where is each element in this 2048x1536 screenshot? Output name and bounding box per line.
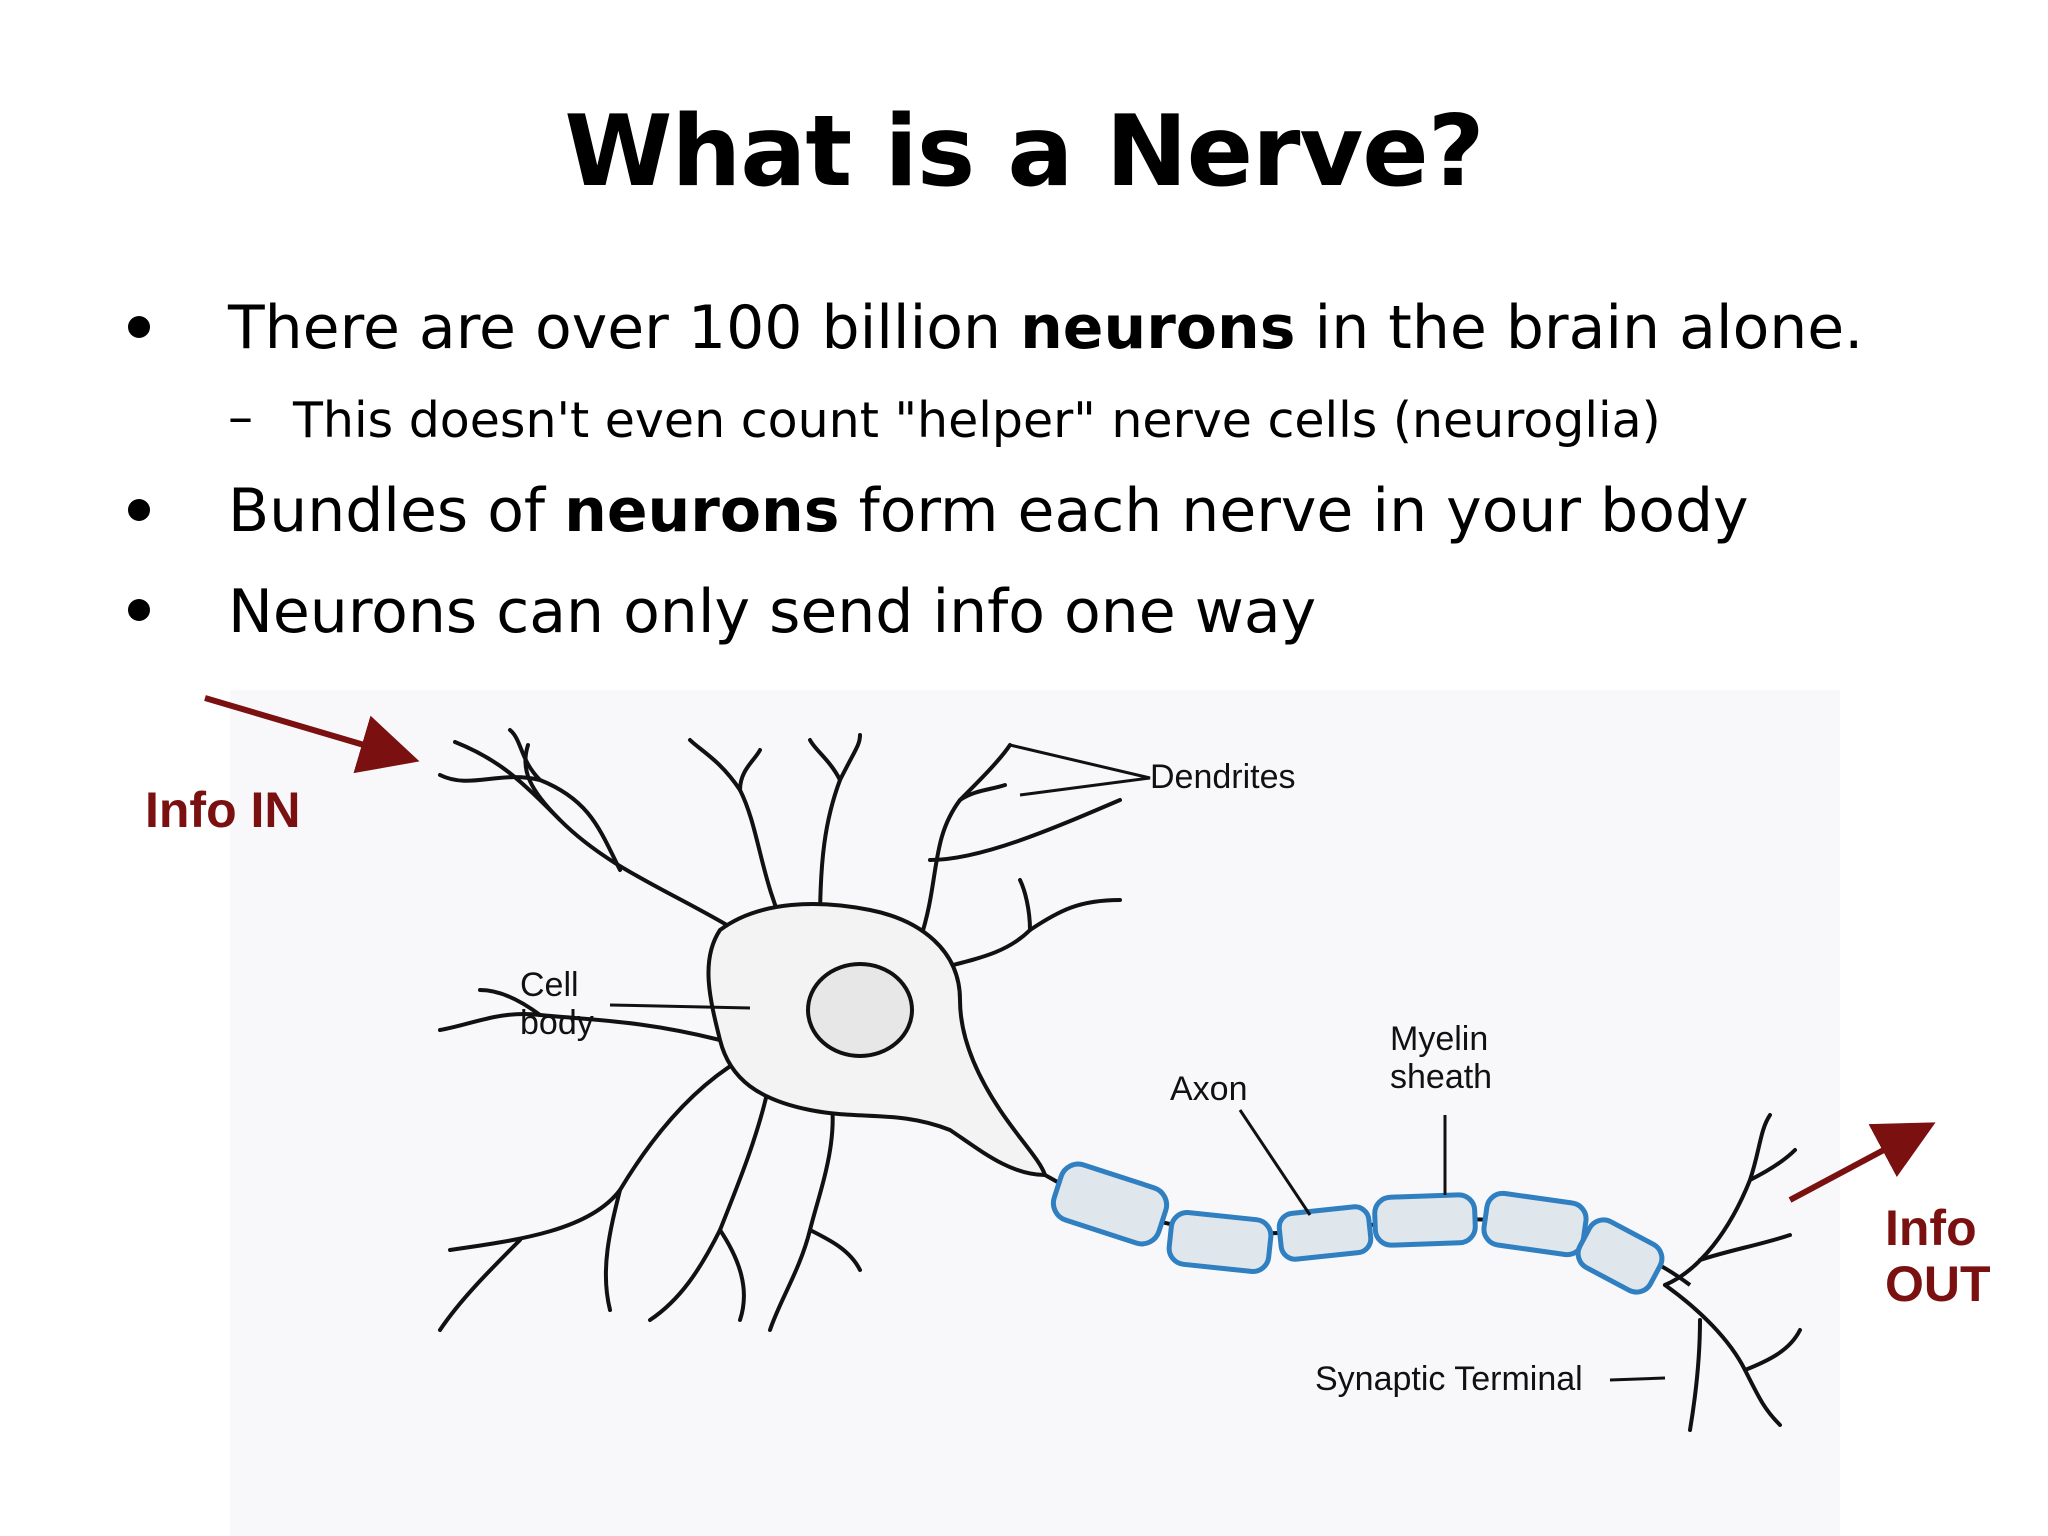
bullet-dot — [128, 316, 150, 338]
label-leader-lines — [609, 743, 1666, 1382]
synaptic-terminal-branches — [1663, 1113, 1802, 1432]
info-out-arrow — [1788, 1122, 1936, 1203]
myelin-sheath — [1050, 1161, 1665, 1295]
cell-body-label-line1: Cell — [520, 966, 579, 1004]
synaptic-terminal-label: Synaptic Terminal — [1315, 1360, 1583, 1398]
myelin-sheath-label-line2: sheath — [1390, 1058, 1493, 1096]
info-out-label: Info OUT — [1885, 1200, 1991, 1312]
dendrites-label: Dendrites — [1150, 758, 1296, 796]
info-in-label: Info IN — [145, 782, 301, 838]
sub-bullet-text: This doesn't even count "helper" nerve c… — [293, 392, 1661, 449]
axon-label: Axon — [1170, 1070, 1248, 1108]
info-out-label-line2: OUT — [1885, 1256, 1991, 1312]
info-out-label-line1: Info — [1885, 1200, 1977, 1256]
cell-body-label-line2: body — [520, 1004, 594, 1042]
info-in-arrow — [204, 695, 420, 774]
bullet-dot — [128, 599, 150, 621]
dendrites — [438, 728, 1122, 1332]
bullet-text: Bundles of neurons form each nerve in yo… — [228, 476, 1749, 546]
myelin-sheath-label-line1: Myelin — [1390, 1020, 1489, 1058]
bullet-dot — [128, 499, 150, 521]
bullet-list: There are over 100 billion neurons in th… — [0, 0, 2048, 700]
nucleus — [806, 962, 914, 1058]
bullet-text: There are over 100 billion neurons in th… — [228, 293, 1864, 363]
bullet-text: Neurons can only send info one way — [228, 577, 1317, 647]
neuron-diagram-background — [230, 690, 1840, 1536]
cell-body-label: Cell body — [520, 966, 594, 1042]
slide-title: What is a Nerve? — [564, 95, 1484, 209]
sub-bullet-dash: – — [228, 388, 253, 446]
myelin-sheath-label: Myelin sheath — [1390, 1020, 1492, 1096]
